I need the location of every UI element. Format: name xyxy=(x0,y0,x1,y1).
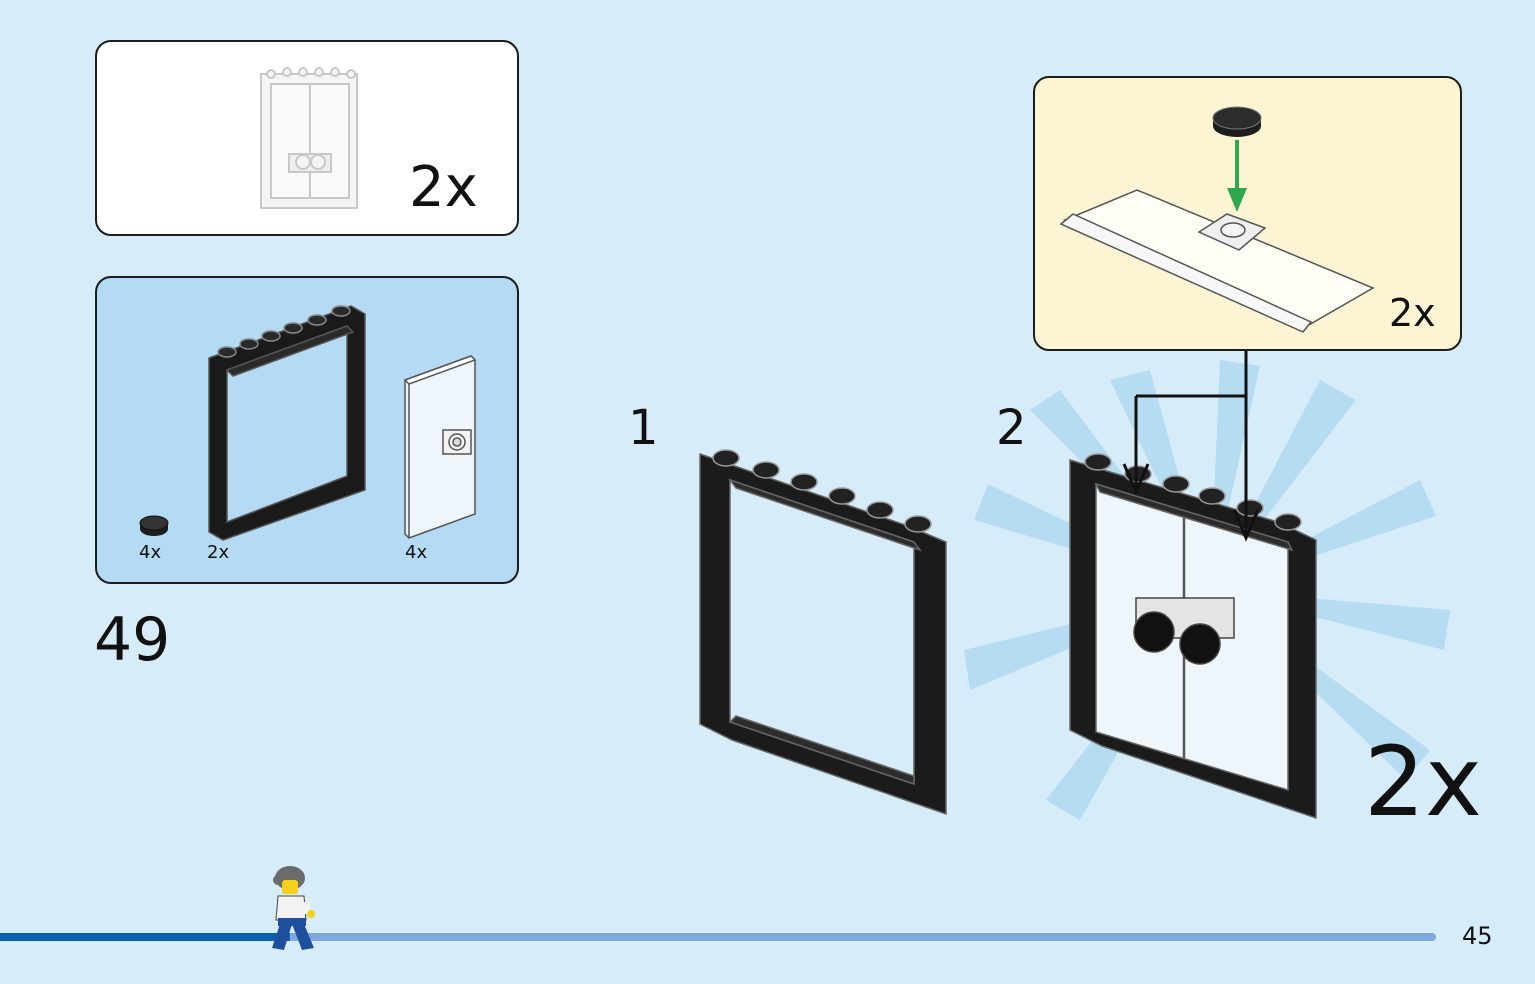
result-preview-box: 2x xyxy=(95,40,519,236)
door-panel-icon xyxy=(403,355,477,539)
step-number: 49 xyxy=(94,605,171,675)
window-frame-step1-icon xyxy=(699,449,947,816)
progress-bar-fill xyxy=(0,933,290,941)
progress-bar-track xyxy=(0,933,1436,941)
callout-box: 2x xyxy=(1033,76,1462,351)
part-quantity-round-tile: 4x xyxy=(139,542,162,563)
walking-minifigure-icon xyxy=(272,866,315,950)
callout-connector-arrows xyxy=(1122,350,1260,542)
window-frame-icon xyxy=(208,305,366,541)
assembled-window-ghost-icon xyxy=(260,67,358,209)
result-quantity: 2x xyxy=(409,155,478,220)
final-quantity: 2x xyxy=(1364,726,1482,838)
callout-quantity: 2x xyxy=(1389,291,1436,335)
part-quantity-window-frame: 2x xyxy=(207,542,230,563)
sub-step-1-label: 1 xyxy=(628,400,659,456)
door-tile-attach-icon xyxy=(1059,106,1375,333)
parts-list-box: 4x 2x 4x xyxy=(95,276,519,584)
sub-step-2-label: 2 xyxy=(996,400,1027,456)
page-number: 45 xyxy=(1462,922,1493,950)
assembled-window-step2-icon xyxy=(1069,453,1317,820)
round-tile-icon xyxy=(139,515,169,536)
part-quantity-door-panel: 4x xyxy=(405,542,428,563)
